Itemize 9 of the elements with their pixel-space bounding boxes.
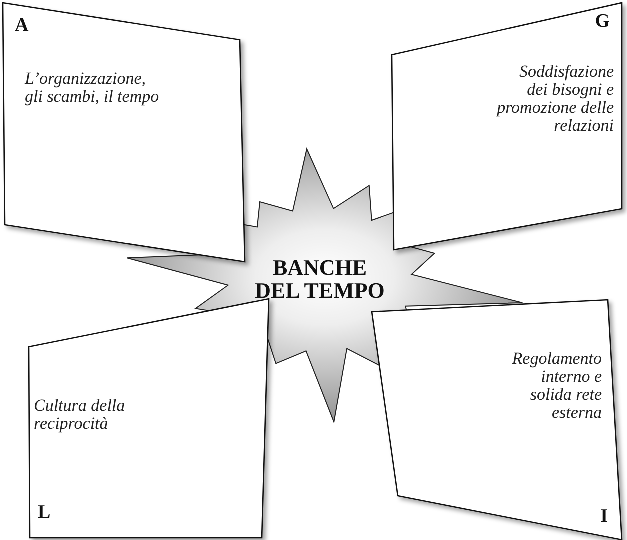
quadrant-letter: L (38, 502, 51, 524)
quadrant-text: Soddisfazione dei bisogni e promozione delle relazioni (496, 63, 614, 134)
quadrant-letter: G (595, 11, 610, 33)
quadrant-text: Cultura della reciprocità (34, 397, 126, 433)
center-title: BANCHE DEL TEMPO (254, 256, 386, 302)
quadrant-text: L’organizzazione, gli scambi, il tempo (25, 70, 160, 106)
quadrant-letter: I (600, 506, 608, 528)
quadrant-letter: A (15, 15, 29, 37)
quadrant-text: Regolamento interno e solida rete esterna (511, 350, 602, 422)
